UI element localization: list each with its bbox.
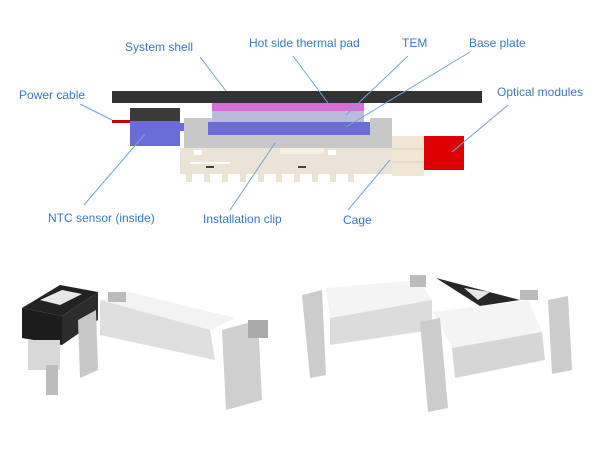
label-base-plate: Base plate [469, 36, 526, 50]
label-optical-modules: Optical modules [497, 85, 584, 99]
label-tem: TEM [402, 36, 428, 50]
label-power-cable: Power cable [19, 88, 86, 102]
hot-side-thermal-pad [212, 103, 364, 111]
render-single-port [22, 285, 268, 410]
leader-lines [79, 51, 509, 211]
label-cage: Cage [343, 213, 372, 227]
label-hot-side-thermal-pad: Hot side thermal pad [249, 36, 360, 50]
system-shell-plate [112, 91, 482, 103]
clip-pins [186, 174, 354, 182]
base-plate [208, 122, 370, 135]
label-installation-clip: Installation clip [203, 212, 282, 226]
tem-layer [212, 111, 364, 122]
cage-front [392, 136, 424, 176]
optical-module [424, 136, 464, 170]
ntc-sensor-top [130, 108, 180, 121]
render-dual-port [302, 275, 572, 412]
power-cable [112, 120, 130, 123]
label-system-shell: System shell [125, 40, 194, 54]
label-ntc-sensor: NTC sensor (inside) [48, 211, 155, 225]
